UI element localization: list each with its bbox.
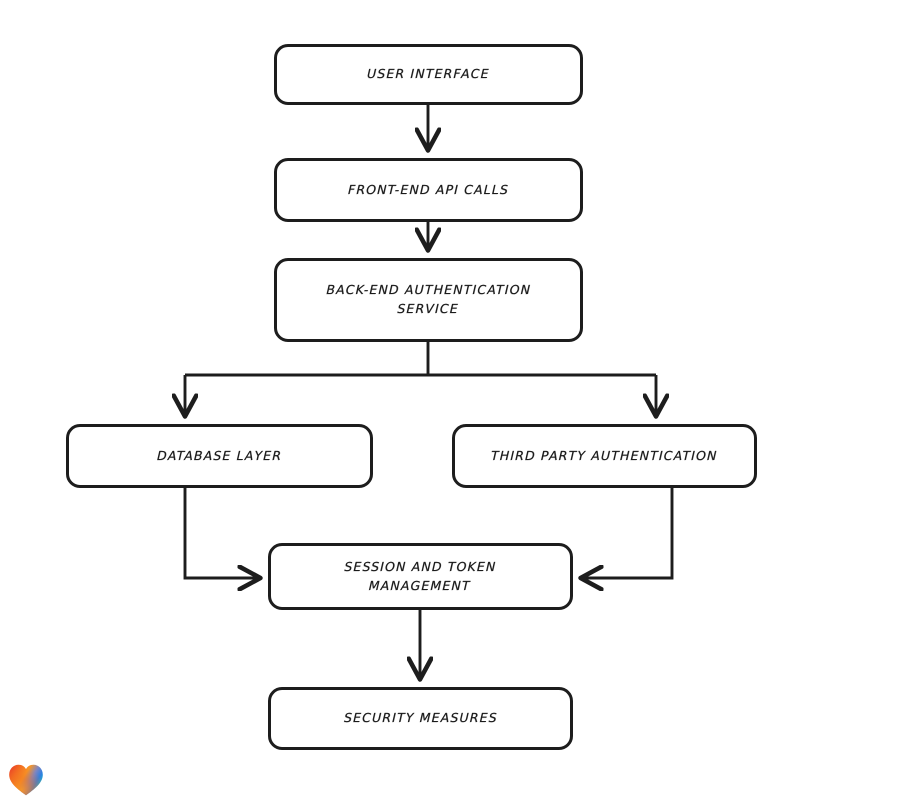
node-third-party-authentication[interactable]: Third Party Authentication <box>452 424 757 488</box>
node-label-database-layer: Database Layer <box>156 447 283 463</box>
node-label-front-end-api-calls: Front-End API Calls <box>347 181 510 197</box>
node-front-end-api-calls[interactable]: Front-End API Calls <box>274 158 583 222</box>
node-security-measures[interactable]: Security Measures <box>268 687 573 750</box>
heart-icon <box>9 764 43 796</box>
node-label-user-interface: User Interface <box>366 66 491 82</box>
node-session-and-token-management[interactable]: Session and Token Management <box>268 543 573 610</box>
node-label-back-end-authentication-service: Back-End Authentication Service <box>326 282 532 316</box>
node-database-layer[interactable]: Database Layer <box>66 424 373 488</box>
node-back-end-authentication-service[interactable]: Back-End Authentication Service <box>274 258 583 342</box>
node-user-interface[interactable]: User Interface <box>274 44 583 105</box>
connector-thirdparty-to-session <box>581 488 674 578</box>
connector-database-to-session <box>183 488 260 578</box>
node-label-security-measures: Security Measures <box>343 710 498 726</box>
node-label-third-party-authentication: Third Party Authentication <box>491 447 719 463</box>
node-label-session-and-token-management: Session and Token Management <box>344 558 498 593</box>
